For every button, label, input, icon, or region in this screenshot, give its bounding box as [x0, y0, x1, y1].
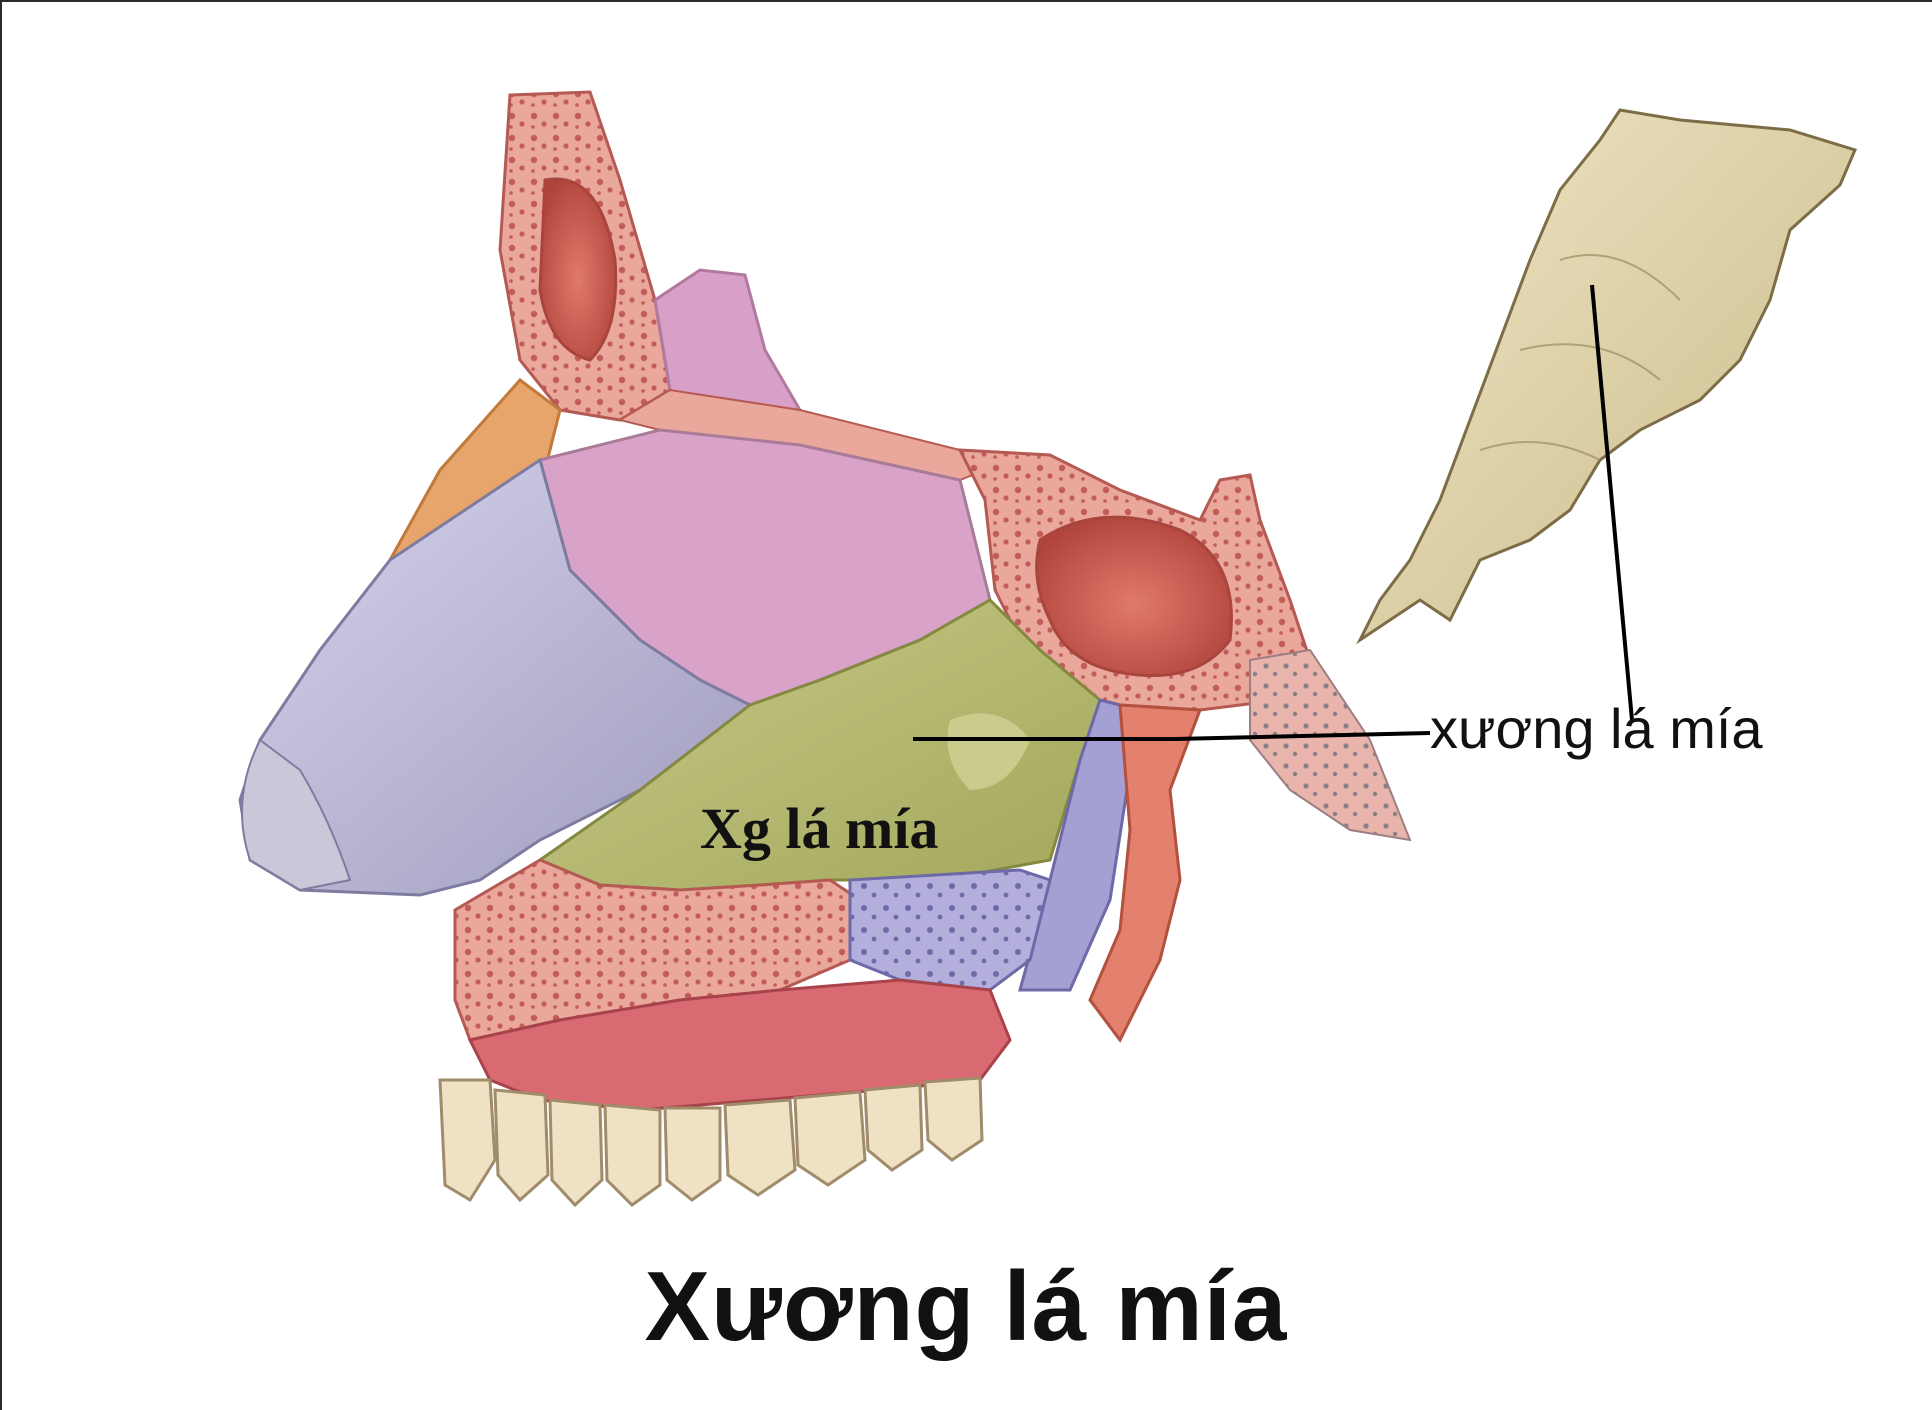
frontal-sinus — [538, 177, 618, 362]
isolated-vomer-bone — [1356, 108, 1858, 645]
teeth — [438, 1076, 984, 1208]
sphenoid-rostrum — [1249, 648, 1412, 842]
label-xg-la-mia: Xg lá mía — [700, 796, 938, 861]
horizontal-palatine-plate — [848, 868, 1052, 992]
figure-caption: Xương lá mía — [644, 1251, 1288, 1361]
leader-line-vertical — [1590, 284, 1634, 721]
vomer-highlight — [947, 713, 1030, 790]
label-xuong-la-mia: xương lá mía — [1430, 697, 1763, 760]
pterygoid-process — [1088, 703, 1203, 1043]
frontal-bone — [498, 90, 672, 422]
leader-line-horizontal — [1174, 731, 1431, 741]
sphenoid-sinus — [1035, 515, 1233, 678]
alar-cartilage — [241, 738, 352, 892]
